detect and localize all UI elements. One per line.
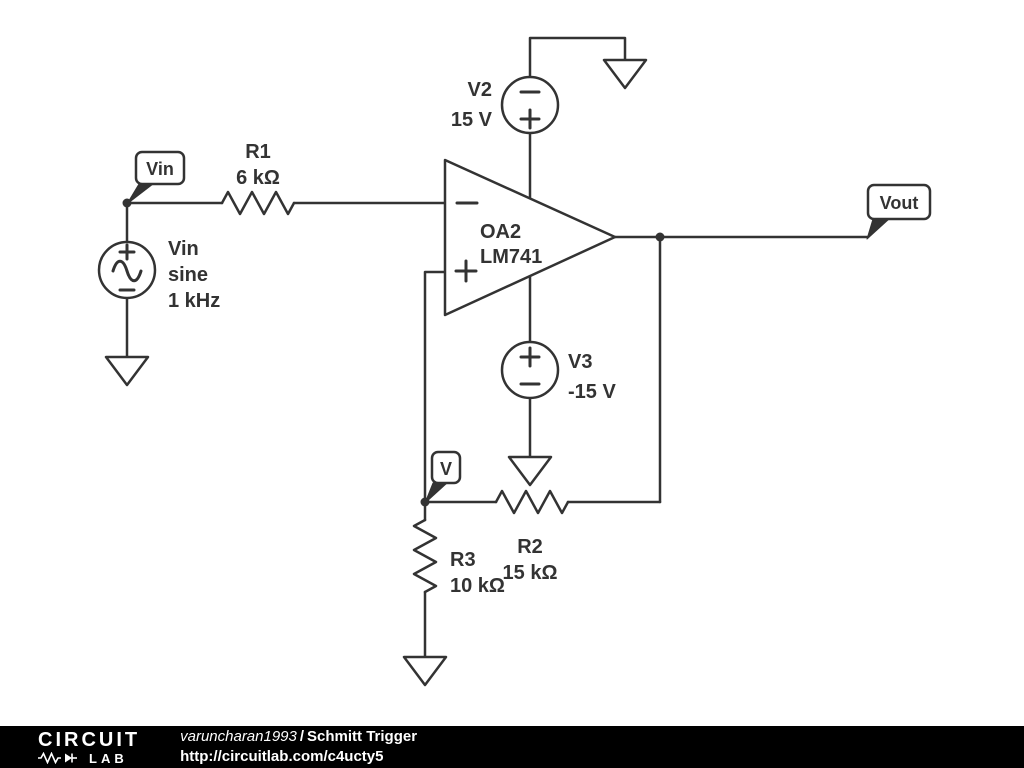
ground-symbol-v3[interactable] bbox=[507, 455, 553, 487]
voltage-flag-vin[interactable]: Vin bbox=[126, 150, 186, 205]
plus-terminal-icon bbox=[519, 108, 541, 130]
r1-label: R1 bbox=[245, 141, 271, 163]
v2-label: V2 bbox=[468, 79, 492, 101]
schematic-canvas: Vin sine 1 kHz R1 6 kΩ V2 15 V bbox=[97, 36, 932, 687]
circuit-url[interactable]: http://circuitlab.com/c4ucty5 bbox=[180, 748, 384, 765]
flag-pointer bbox=[866, 218, 890, 240]
v3-value: -15 V bbox=[568, 381, 616, 403]
footer-bar: CIRCUIT LAB varuncharan1993/Schmitt Trig… bbox=[0, 726, 1024, 768]
ground-symbol-vin[interactable] bbox=[104, 355, 150, 387]
resistor-r1[interactable]: R1 6 kΩ bbox=[220, 141, 296, 216]
circuit-byline: varuncharan1993/Schmitt Trigger bbox=[180, 727, 417, 747]
opamp-oa2[interactable]: OA2 LM741 bbox=[443, 158, 617, 317]
r2-value: 15 kΩ bbox=[503, 562, 558, 584]
wire-junction bbox=[655, 232, 665, 242]
voltage-flag-vout[interactable]: Vout bbox=[866, 183, 932, 240]
flag-body bbox=[430, 450, 462, 485]
r1-value: 6 kΩ bbox=[236, 167, 280, 189]
vin-source-frequency: 1 kHz bbox=[168, 290, 220, 312]
source-body bbox=[500, 340, 560, 400]
resistor-zigzag bbox=[412, 518, 438, 594]
flag-label: Vout bbox=[880, 193, 919, 213]
resistor-zigzag bbox=[494, 489, 570, 515]
wire-segment bbox=[528, 36, 627, 79]
sine-source-vin[interactable]: Vin sine 1 kHz bbox=[97, 238, 220, 312]
vin-source-waveform: sine bbox=[168, 264, 208, 286]
plus-terminal-icon bbox=[118, 243, 136, 261]
vin-source-label: Vin bbox=[168, 238, 199, 260]
flag-pointer bbox=[126, 183, 154, 205]
noninverting-input-icon bbox=[454, 259, 478, 283]
wires bbox=[125, 36, 870, 659]
ground-symbol-v2[interactable] bbox=[602, 58, 648, 90]
resistor-r3[interactable]: R3 10 kΩ bbox=[412, 518, 505, 597]
opamp-body bbox=[443, 158, 617, 317]
logo-lab-text: LAB bbox=[89, 750, 128, 766]
circuitlab-logo[interactable]: CIRCUIT LAB bbox=[38, 730, 140, 765]
resistor-r2[interactable]: R2 15 kΩ bbox=[494, 489, 570, 584]
flag-body bbox=[134, 150, 186, 186]
flag-label: Vin bbox=[146, 159, 174, 179]
footer-meta: varuncharan1993/Schmitt Trigger http://c… bbox=[180, 727, 417, 768]
resistor-zigzag bbox=[220, 190, 296, 216]
r2-label: R2 bbox=[517, 536, 543, 558]
r3-value: 10 kΩ bbox=[450, 575, 505, 597]
opamp-model: LM741 bbox=[480, 246, 542, 268]
v3-label: V3 bbox=[568, 351, 592, 373]
v2-value: 15 V bbox=[451, 109, 493, 131]
source-body bbox=[500, 75, 560, 135]
resistor-diode-icon bbox=[38, 752, 77, 764]
voltage-source-v3[interactable]: V3 -15 V bbox=[500, 340, 616, 403]
wire-segment bbox=[423, 270, 447, 504]
ground-symbol-r3[interactable] bbox=[402, 655, 448, 687]
flag-label: V bbox=[440, 459, 452, 479]
plus-terminal-icon bbox=[519, 346, 541, 368]
flag-body bbox=[866, 183, 932, 221]
separator: / bbox=[299, 727, 305, 745]
flag-pointer bbox=[424, 482, 448, 504]
logo-circuit-text: CIRCUIT bbox=[38, 728, 141, 751]
author-name[interactable]: varuncharan1993 bbox=[180, 727, 297, 745]
voltage-flag-v[interactable]: V bbox=[424, 450, 462, 504]
r3-label: R3 bbox=[450, 549, 476, 571]
sine-wave-icon bbox=[111, 259, 143, 283]
circuit-title: Schmitt Trigger bbox=[307, 727, 418, 745]
voltage-source-v2[interactable]: V2 15 V bbox=[451, 75, 560, 135]
opamp-label: OA2 bbox=[480, 221, 521, 243]
